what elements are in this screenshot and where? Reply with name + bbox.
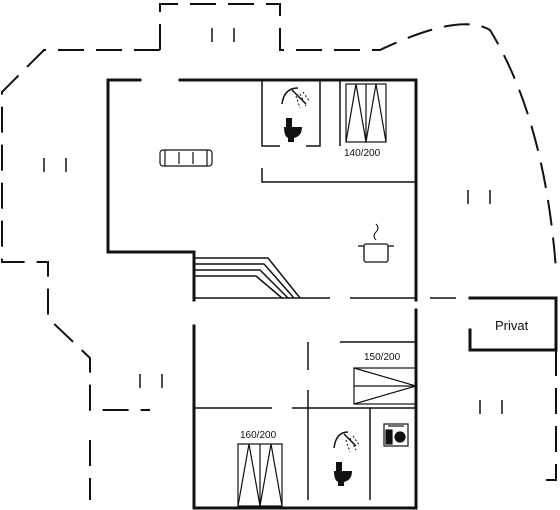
- bed-size-label: 140/200: [344, 148, 381, 159]
- site-boundary-dashed: [1, 3, 557, 500]
- bed-icon: [353, 367, 419, 405]
- bed-icon: [237, 443, 283, 507]
- main-walls: [106, 78, 558, 510]
- sofa-icon: [159, 149, 213, 167]
- toilet-icon: [284, 118, 302, 142]
- living-room-walls: [106, 78, 196, 302]
- shower-icon: [333, 431, 361, 453]
- staircase: [194, 257, 301, 299]
- bed-icon: [345, 83, 387, 143]
- top-wall: [178, 78, 418, 302]
- bed-size-label: 150/200: [364, 352, 401, 363]
- interior-walls: [194, 80, 456, 500]
- shower-icon: [281, 87, 311, 109]
- cooking-pot-icon: [358, 223, 394, 263]
- toilet-icon: [334, 462, 352, 486]
- privat-annex-walls: [468, 296, 558, 352]
- bed-size-label: 160/200: [240, 430, 277, 441]
- private-annex-label: Privat: [495, 318, 529, 333]
- washing-machine-icon: [383, 423, 409, 447]
- lower-wing-left-wall: [192, 308, 418, 510]
- window-marks: [43, 28, 503, 414]
